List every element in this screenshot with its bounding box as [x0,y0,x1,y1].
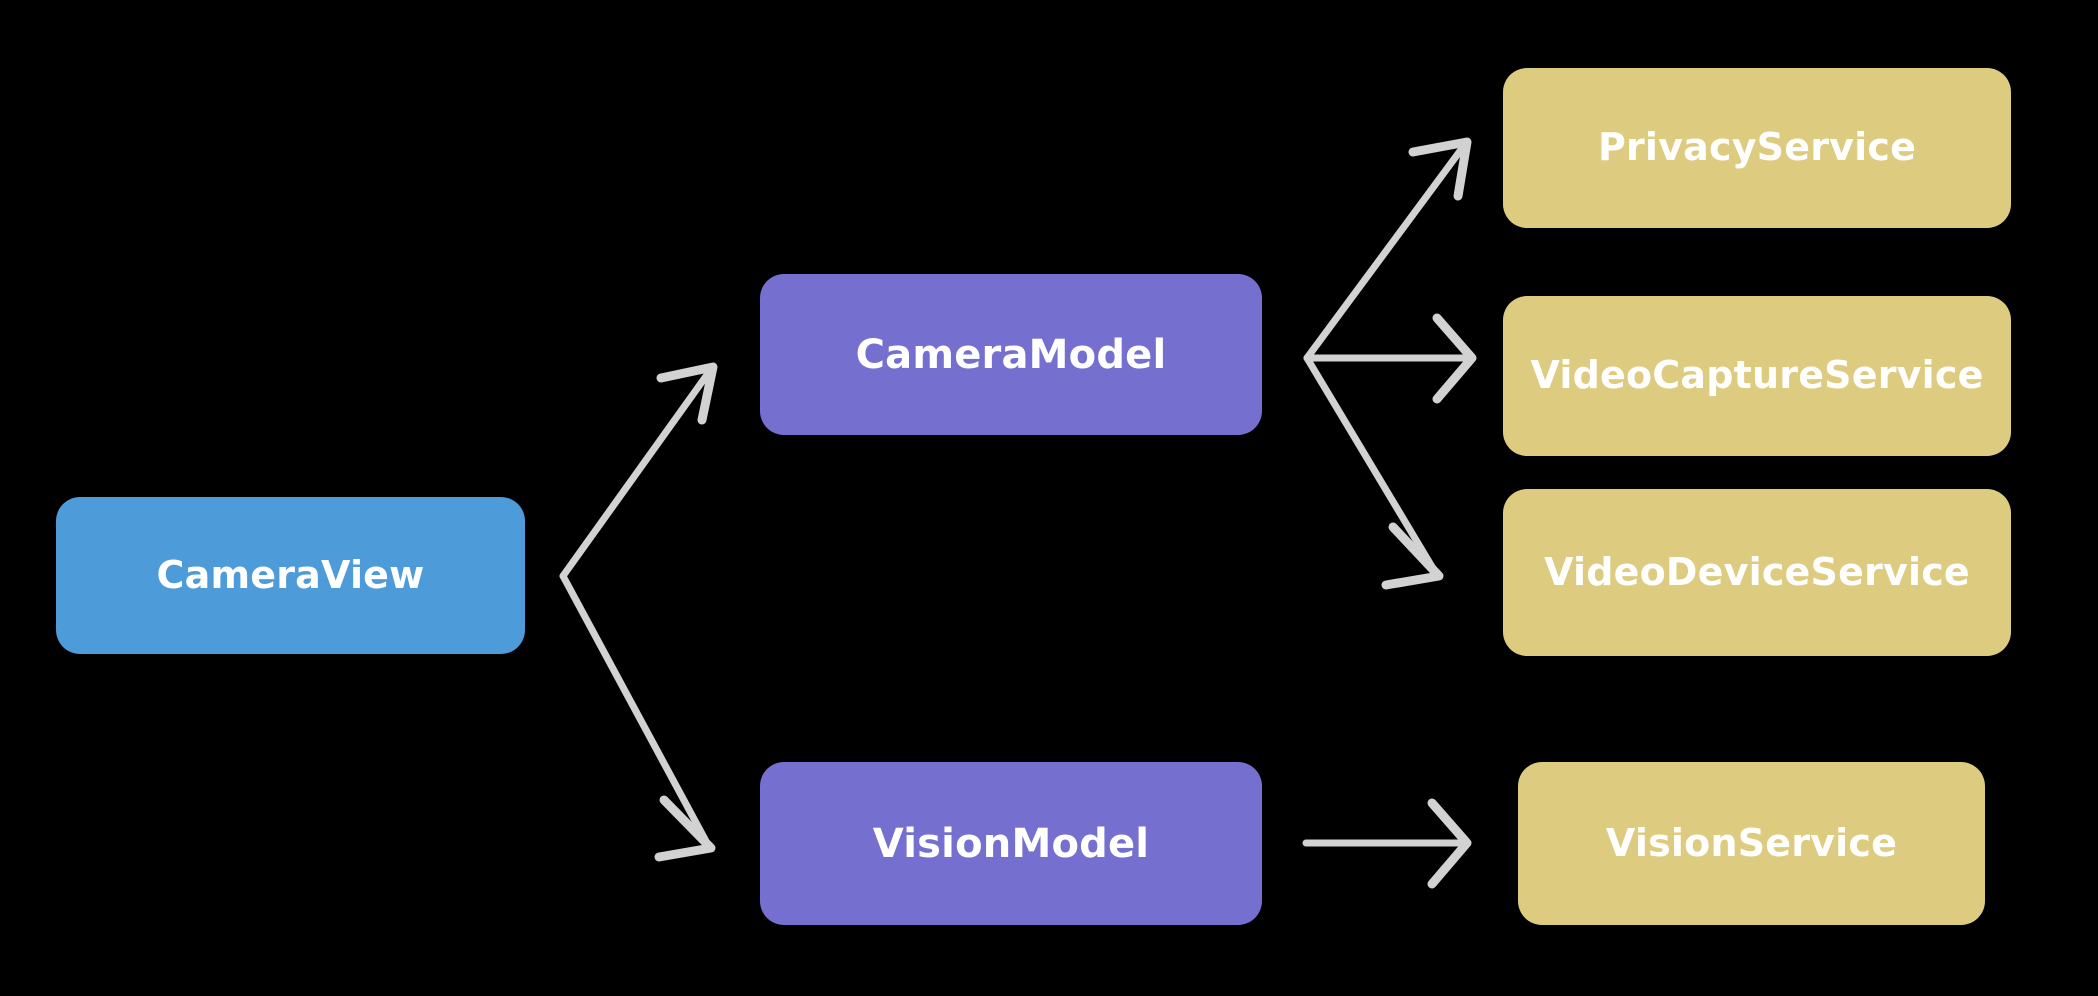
node-visionmodel[interactable]: VisionModel [760,762,1262,925]
node-cameramodel-label: CameraModel [855,331,1167,378]
edge-cameramodel-to-videocaptureservice [1303,313,1477,404]
node-videodeviceservice[interactable]: VideoDeviceService [1503,489,2011,656]
node-videocaptureservice[interactable]: VideoCaptureService [1503,296,2011,456]
node-cameramodel[interactable]: CameraModel [760,274,1262,435]
edge-cameramodel-to-videodeviceservice [1303,354,1444,590]
node-visionservice[interactable]: VisionService [1518,762,1985,925]
edge-visionmodel-to-visionservice [1302,798,1472,889]
edge-cameramodel-to-privacyservice [1303,137,1472,362]
edge-cameraview-to-visionmodel [559,572,716,862]
edge-cameraview-to-cameramodel [559,362,718,580]
node-cameraview-label: CameraView [156,552,425,597]
node-videocaptureservice-label: VideoCaptureService [1530,353,1984,398]
node-videodeviceservice-label: VideoDeviceService [1544,549,1970,594]
node-visionmodel-label: VisionModel [872,820,1150,867]
node-privacyservice-label: PrivacyService [1597,125,1917,170]
node-visionservice-label: VisionService [1605,820,1898,865]
node-privacyservice[interactable]: PrivacyService [1503,68,2011,228]
node-cameraview[interactable]: CameraView [56,497,525,654]
